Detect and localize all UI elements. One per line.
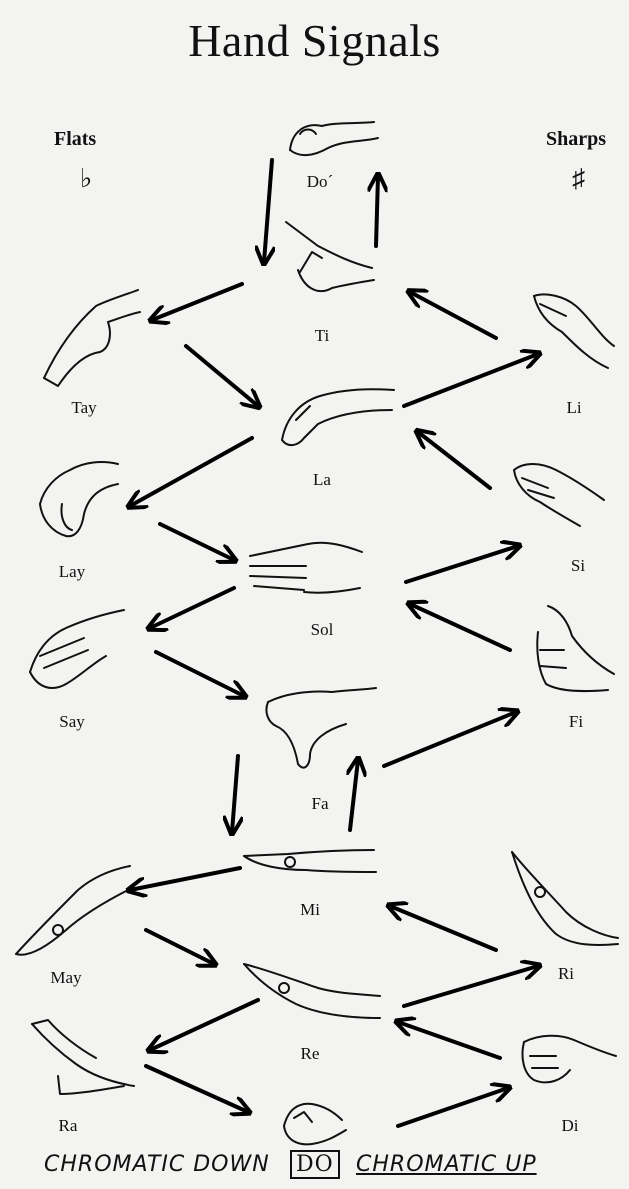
arrow-ti-to-tay [152, 284, 242, 320]
arrows [130, 160, 538, 1126]
label-fa: Fa [312, 794, 329, 814]
hand-mi [244, 850, 376, 872]
label-may: May [50, 968, 81, 988]
label-ri: Ri [558, 964, 574, 984]
label-mi: Mi [300, 900, 320, 920]
label-say: Say [59, 712, 85, 732]
arrow-si-to-la [418, 432, 490, 488]
hand-lay [40, 462, 118, 536]
hand-ra [32, 1020, 134, 1094]
label-di: Di [562, 1116, 579, 1136]
hand-si [514, 464, 604, 526]
arrow-lay-to-sol [160, 524, 234, 560]
hand-do-low [284, 1104, 346, 1145]
arrow-di-to-re [398, 1022, 500, 1058]
sharps-header: Sharps [546, 128, 606, 151]
label-lay: Lay [59, 562, 85, 582]
hand-re [244, 964, 380, 1018]
arrow-mi-to-fa [350, 760, 358, 830]
chromatic-up-note: CHROMATIC UP [356, 1152, 537, 1177]
chromatic-down-note: CHROMATIC DOWN [44, 1152, 270, 1177]
hand-ri [512, 852, 618, 945]
hand-sol [250, 543, 362, 593]
arrow-fa-to-mi [232, 756, 238, 832]
arrow-sol-to-say [150, 588, 234, 628]
arrow-ra-to-do [146, 1066, 248, 1112]
arrow-la-to-lay [130, 438, 252, 506]
hand-tay [44, 290, 140, 386]
hand-fi [537, 606, 614, 691]
arrow-mi-to-may [130, 868, 240, 890]
arrow-re-to-ri [404, 966, 538, 1006]
label-fi: Fi [569, 712, 583, 732]
arrow-re-to-ra [150, 1000, 258, 1050]
label-sol: Sol [311, 620, 334, 640]
arrow-do-to-ti [264, 160, 272, 262]
hand-li [534, 294, 614, 368]
label-si: Si [571, 556, 585, 576]
hand-di [522, 1036, 616, 1083]
hand-may [16, 866, 132, 955]
hand-la [282, 389, 394, 445]
do-box: DO [290, 1150, 340, 1179]
arrow-tay-to-la [186, 346, 258, 406]
label-la: La [313, 470, 331, 490]
arrow-say-to-fa [156, 652, 244, 696]
hand-say [30, 610, 124, 688]
arrow-sol-to-si [406, 546, 518, 582]
arrow-la-to-li [404, 354, 538, 406]
label-do-high: Do´ [307, 172, 333, 192]
label-tay: Tay [71, 398, 96, 418]
hand-fa [266, 688, 376, 768]
hand-do-high [290, 122, 378, 155]
label-ti: Ti [315, 326, 330, 346]
label-re: Re [301, 1044, 320, 1064]
arrow-fa-to-fi [384, 712, 516, 766]
hand-ti [286, 222, 374, 291]
arrow-ri-to-mi [390, 906, 496, 950]
flats-header: Flats [54, 128, 96, 151]
flat-symbol: ♭ [80, 164, 92, 194]
arrow-fi-to-sol [410, 604, 510, 650]
label-li: Li [566, 398, 581, 418]
sharp-symbol: ♯ [572, 164, 585, 194]
arrow-may-to-re [146, 930, 214, 964]
label-ra: Ra [59, 1116, 78, 1136]
arrow-li-to-ti [410, 292, 496, 338]
arrow-ti-to-do [376, 176, 378, 246]
page-title: Hand Signals [0, 14, 629, 67]
arrow-do-to-di [398, 1088, 508, 1126]
